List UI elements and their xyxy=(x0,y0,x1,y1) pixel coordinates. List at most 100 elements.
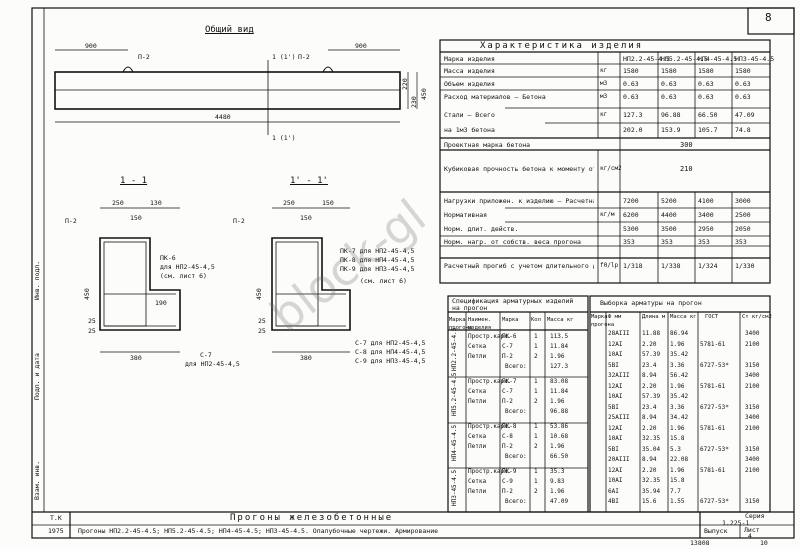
rebar-cell: 12АI xyxy=(608,382,623,390)
spec-cell: 1.96 xyxy=(550,443,565,450)
spec-group-mark: НП5.2-45-4.5 xyxy=(451,372,458,416)
rebar-cell: 10АI xyxy=(608,351,623,358)
sl-dim-5: 25 xyxy=(88,327,96,335)
char-row-label: Проектная марка бетона xyxy=(444,141,531,149)
rebar-cell: 2.20 xyxy=(642,382,657,390)
rebar-cell: 20АIII xyxy=(608,456,630,463)
char-row-value: 0.63 xyxy=(735,93,751,101)
sl-label-5: для НП2-45-4,5 xyxy=(185,360,240,368)
sr-label-1: ПК-7 для НП2-45-4,5 xyxy=(340,247,415,255)
spec-cell: 1 xyxy=(534,378,538,385)
rebar-cell: 5ВI xyxy=(608,403,619,411)
spec-cell: 1 xyxy=(534,423,538,430)
sl-dim-6: 380 xyxy=(130,354,142,362)
char-row-label: Стали — Всего xyxy=(444,111,495,119)
spec-cell: 10.68 xyxy=(550,433,569,440)
spec-total: 47.09 xyxy=(550,498,569,505)
page: 10 xyxy=(760,539,768,547)
spec-cell: Сетка xyxy=(468,433,487,440)
section-left-title: 1 - 1 xyxy=(120,176,148,186)
dim-left: 900 xyxy=(85,42,97,50)
section-right-title: 1' - 1' xyxy=(290,176,328,186)
loop-label-left: П-2 xyxy=(138,53,150,61)
sr-label-6: С-8 для НП4-45-4,5 xyxy=(355,348,426,356)
rebar-header: Ф мм xyxy=(608,314,622,320)
spec-cell: 1.96 xyxy=(550,398,565,405)
side-text-1: Подп. и дата xyxy=(33,353,41,400)
sl-dim-3: 450 xyxy=(83,288,91,300)
spec-total: 66.50 xyxy=(550,453,569,460)
sl-dim-0: 250 xyxy=(112,199,124,207)
rebar-cell: 35.42 xyxy=(670,393,689,400)
rebar-cell: 57.39 xyxy=(642,393,661,400)
rebar-cell: 5781-61 xyxy=(700,382,726,390)
spec-cell: 9.83 xyxy=(550,478,565,485)
char-row-label: Марка изделия xyxy=(444,55,495,63)
spec-cell: С-7 xyxy=(502,343,513,350)
sl-label-1: ПК-6 xyxy=(160,254,176,262)
char-row-unit: кг/м xyxy=(600,211,615,218)
section-mark-top: 1 (1') xyxy=(272,53,296,61)
spec-group-mark: НП2.2-45-4.5 xyxy=(451,327,458,371)
char-row-value: 2050 xyxy=(735,225,751,233)
char-row-label: Кубиковая прочность бетона к моменту отп… xyxy=(444,165,594,173)
sl-label-0: П-2 xyxy=(65,217,77,225)
spec-group-mark: НП4-45-4.5 xyxy=(451,424,458,461)
rebar-cell: 3.36 xyxy=(670,361,685,369)
char-row-value: 7200 xyxy=(623,197,639,205)
rebar-cell: 56.42 xyxy=(670,372,689,379)
char-row-value: 6200 xyxy=(623,211,639,219)
spec-cell: П-2 xyxy=(502,353,513,360)
sl-dim-7: 190 xyxy=(155,299,167,307)
spec-cell: 11.84 xyxy=(550,388,569,395)
rebar-cell: 3400 xyxy=(745,372,760,379)
spec-cell: ПК-7 xyxy=(502,378,517,385)
rebar-header: Ст кг/см2 xyxy=(742,314,772,320)
char-row-label: Расход материалов — Бетона xyxy=(444,93,546,101)
rebar-cell: 1.55 xyxy=(670,498,685,505)
rebar-cell: 35.04 xyxy=(642,445,661,453)
spec-cell: 2 xyxy=(534,398,538,405)
char-row-value: 2950 xyxy=(698,225,714,233)
char-row-value: 0.63 xyxy=(698,80,714,88)
spec-cell: 1 xyxy=(534,388,538,395)
spec-cell: ПК-6 xyxy=(502,333,517,340)
sr-label-4: (см. лист 6) xyxy=(360,277,407,285)
char-row-value: 1580 xyxy=(735,67,751,75)
spec-cell: С-9 xyxy=(502,478,513,485)
side-text-2: Взам. инв. xyxy=(33,460,41,500)
tk-label: Т.К xyxy=(50,514,62,522)
char-row-value: 127.3 xyxy=(623,111,643,119)
char-row-value: 5200 xyxy=(661,197,677,205)
spec-cell: 1 xyxy=(534,343,538,350)
spec-group-mark: НП3-45-4.5 xyxy=(451,469,458,506)
rebar-cell: 10АI xyxy=(608,477,623,484)
char-row-value: 1/324 xyxy=(698,262,718,270)
rebar-cell: 6АI xyxy=(608,487,619,495)
spec-cell: С-8 xyxy=(502,433,513,440)
rebar-cell: 23.4 xyxy=(642,403,657,411)
rebar-cell: 15.6 xyxy=(642,498,657,505)
char-row-label: Масса изделия xyxy=(444,67,495,75)
char-row-label: Объем изделия xyxy=(444,80,495,88)
sl-dim-2: 150 xyxy=(130,214,142,222)
rebar-cell: 3400 xyxy=(745,456,760,463)
char-row-value: НП4-45-4.5 xyxy=(698,55,738,63)
rebar-cell: 8.94 xyxy=(642,372,657,379)
sheet-number: 8 xyxy=(765,11,773,24)
sr-label-3: ПК-9 для НП3-45-4,5 xyxy=(340,265,415,273)
rebar-header: Марка прогона xyxy=(591,314,615,328)
rebar-cell: 5.3 xyxy=(670,445,681,453)
char-row-value: 96.88 xyxy=(661,111,681,119)
rebar-cell: 15.8 xyxy=(670,477,685,484)
rebar-cell: 1.96 xyxy=(670,382,685,390)
spec-cell: Петли xyxy=(468,398,487,405)
rebar-cell: 2100 xyxy=(745,382,760,390)
char-row-value: НП3-45-4.5 xyxy=(735,55,775,63)
spec-cell: С-7 xyxy=(502,388,513,395)
sl-dim-4: 25 xyxy=(88,317,96,325)
char-row-value: 353 xyxy=(661,238,673,246)
rebar-cell: 23.4 xyxy=(642,361,657,369)
rebar-cell: 28АIII xyxy=(608,330,630,337)
rebar-cell: 12АI xyxy=(608,466,623,474)
